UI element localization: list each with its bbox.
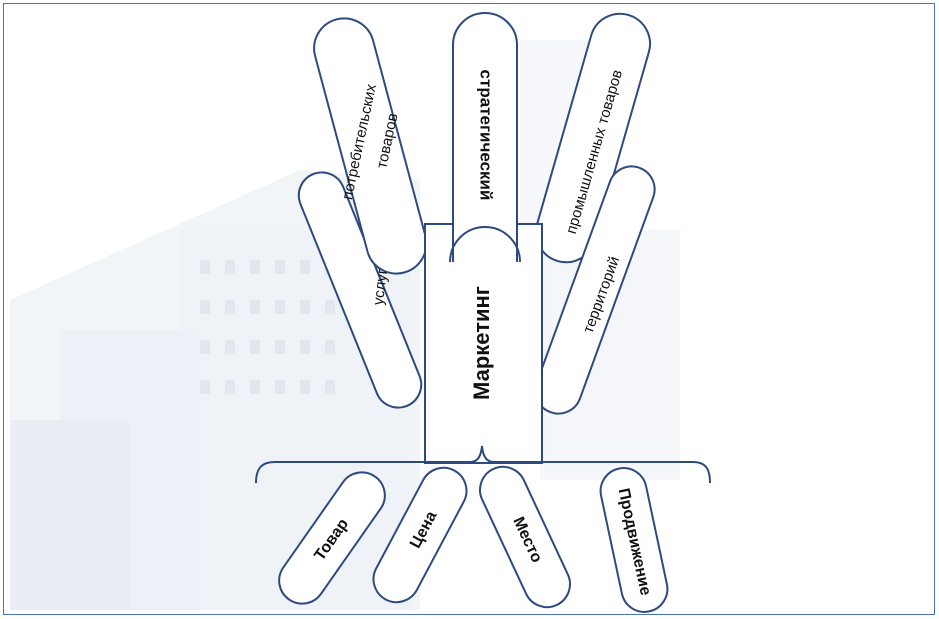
mix-item-price-shape [372, 466, 468, 604]
mix-item-place-shape [479, 465, 571, 609]
label-strategic: стратегический [477, 70, 496, 201]
finger-consumer-goods [313, 17, 428, 275]
center-box [424, 223, 543, 464]
finger-services [297, 171, 423, 409]
mix-item-promotion-shape [599, 467, 669, 613]
finger-strategic [452, 12, 518, 262]
slide-frame [3, 3, 935, 615]
finger-industrial-goods [534, 12, 652, 264]
mix-brace [255, 445, 711, 484]
center-label: Маркетинг [469, 286, 494, 400]
finger-territories [534, 165, 656, 415]
mix-item-product-shape [278, 471, 386, 605]
label-services: услуг [370, 267, 391, 306]
middle-finger-arch [449, 226, 521, 263]
